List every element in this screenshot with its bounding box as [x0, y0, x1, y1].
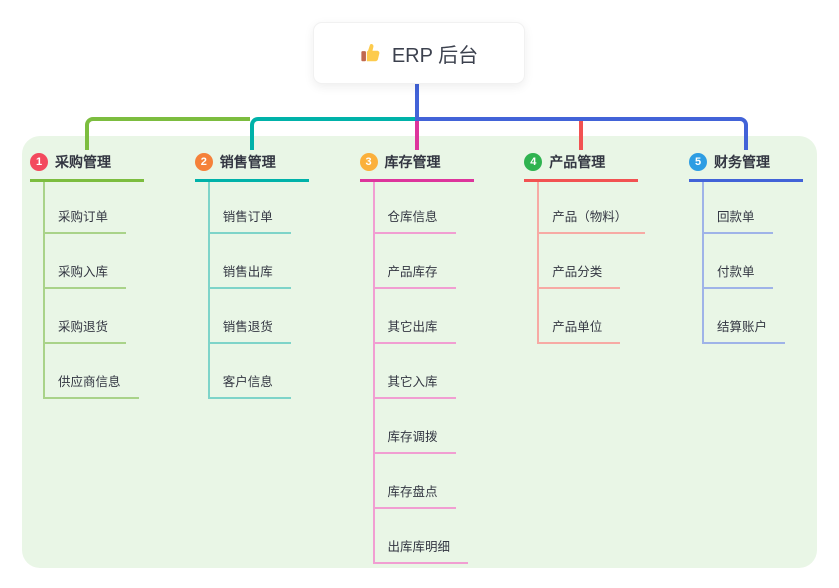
- branch-2: 2 销售管理销售订单销售出库销售退货客户信息: [194, 148, 345, 399]
- branch-3-header[interactable]: 3 库存管理: [359, 148, 474, 182]
- child-row: 产品单位: [539, 289, 645, 344]
- branch-2-children: 销售订单销售出库销售退货客户信息: [207, 182, 291, 399]
- branch-4-children: 产品（物料） 产品分类产品单位: [537, 182, 646, 344]
- node-item[interactable]: 回款单: [704, 206, 773, 234]
- node-item[interactable]: 库存盘点: [374, 481, 456, 509]
- child-row: 结算账户: [704, 289, 786, 344]
- node-item[interactable]: 销售出库: [209, 261, 291, 289]
- child-row: 产品库存: [374, 234, 469, 289]
- branch-2-header[interactable]: 2 销售管理: [194, 148, 309, 182]
- node-item[interactable]: 库存调拨: [374, 426, 456, 454]
- node-item[interactable]: 采购订单: [45, 206, 127, 234]
- branch-1-number-badge: 1: [30, 153, 48, 171]
- branch-1-children: 采购订单采购入库采购退货供应商信息: [43, 182, 139, 399]
- child-row: 客户信息: [209, 344, 291, 399]
- branch-5-children: 回款单付款单结算账户: [702, 182, 786, 344]
- branch-5-header[interactable]: 5 财务管理: [689, 148, 803, 182]
- branch-4: 4 产品管理产品（物料） 产品分类产品单位: [524, 148, 674, 344]
- thumbs-up-icon: [360, 42, 382, 64]
- child-row: 销售订单: [209, 182, 291, 234]
- root-title: ERP 后台: [391, 44, 479, 67]
- connector-branch-3: [414, 121, 419, 150]
- node-item[interactable]: 结算账户: [704, 316, 786, 344]
- connector-branch-1: [85, 117, 250, 150]
- branch-2-number-badge: 2: [194, 153, 213, 171]
- node-item[interactable]: 其它出库: [374, 316, 456, 344]
- child-row: 回款单: [704, 182, 785, 234]
- branch-1-header[interactable]: 1 采购管理: [30, 148, 144, 182]
- node-item[interactable]: 销售退货: [209, 316, 291, 344]
- mindmap-background-panel: [22, 136, 817, 568]
- node-item[interactable]: 产品分类: [539, 261, 621, 289]
- node-item[interactable]: 产品单位: [539, 316, 621, 344]
- branch-3-label: 库存管理: [384, 154, 441, 170]
- connector-branch-2: [249, 117, 415, 150]
- node-item[interactable]: 客户信息: [209, 371, 291, 399]
- node-item[interactable]: 其它入库: [374, 371, 456, 399]
- node-item[interactable]: 供应商信息: [45, 371, 139, 399]
- child-row: 仓库信息: [374, 182, 469, 234]
- branch-5: 5 财务管理回款单付款单结算账户: [689, 148, 839, 344]
- branch-3-children: 仓库信息产品库存其它出库其它入库库存调拨库存盘点出库库明细: [372, 182, 469, 564]
- child-row: 其它出库: [374, 289, 469, 344]
- child-row: 供应商信息: [45, 344, 139, 399]
- branch-1: 1 采购管理采购订单采购入库采购退货供应商信息: [30, 148, 180, 399]
- branch-4-number-badge: 4: [524, 153, 543, 171]
- child-row: 出库库明细: [374, 509, 469, 564]
- child-row: 其它入库: [374, 344, 469, 399]
- node-item[interactable]: 销售订单: [209, 206, 291, 234]
- child-row: 产品分类: [539, 234, 645, 289]
- branch-5-label: 财务管理: [714, 154, 770, 170]
- connector-root-drop: [414, 83, 419, 121]
- branch-1-label: 采购管理: [55, 154, 111, 170]
- child-row: 库存调拨: [374, 399, 469, 454]
- child-row: 采购退货: [45, 289, 139, 344]
- node-item[interactable]: 产品库存: [374, 261, 456, 289]
- branch-3: 3 库存管理仓库信息产品库存其它出库其它入库库存调拨库存盘点出库库明细: [359, 148, 510, 564]
- branch-5-number-badge: 5: [689, 153, 707, 171]
- node-item[interactable]: 产品（物料）: [539, 206, 646, 234]
- connector-branch-4: [579, 121, 584, 150]
- branch-4-header[interactable]: 4 产品管理: [524, 148, 639, 182]
- child-row: 销售退货: [209, 289, 291, 344]
- node-item[interactable]: 采购退货: [45, 316, 127, 344]
- branch-3-number-badge: 3: [359, 153, 378, 171]
- child-row: 产品（物料）: [539, 182, 646, 234]
- node-item[interactable]: 采购入库: [45, 261, 127, 289]
- node-item[interactable]: 出库库明细: [374, 536, 469, 564]
- child-row: 付款单: [704, 234, 785, 289]
- node-item[interactable]: 仓库信息: [374, 206, 456, 234]
- child-row: 采购入库: [45, 234, 139, 289]
- child-row: 采购订单: [45, 182, 139, 234]
- branch-2-label: 销售管理: [219, 154, 276, 170]
- root-node-erp[interactable]: ERP 后台: [313, 22, 525, 84]
- branch-4-label: 产品管理: [549, 154, 606, 170]
- child-row: 库存盘点: [374, 454, 469, 509]
- child-row: 销售出库: [209, 234, 291, 289]
- node-item[interactable]: 付款单: [704, 261, 773, 289]
- connector-branch-5: [414, 117, 748, 150]
